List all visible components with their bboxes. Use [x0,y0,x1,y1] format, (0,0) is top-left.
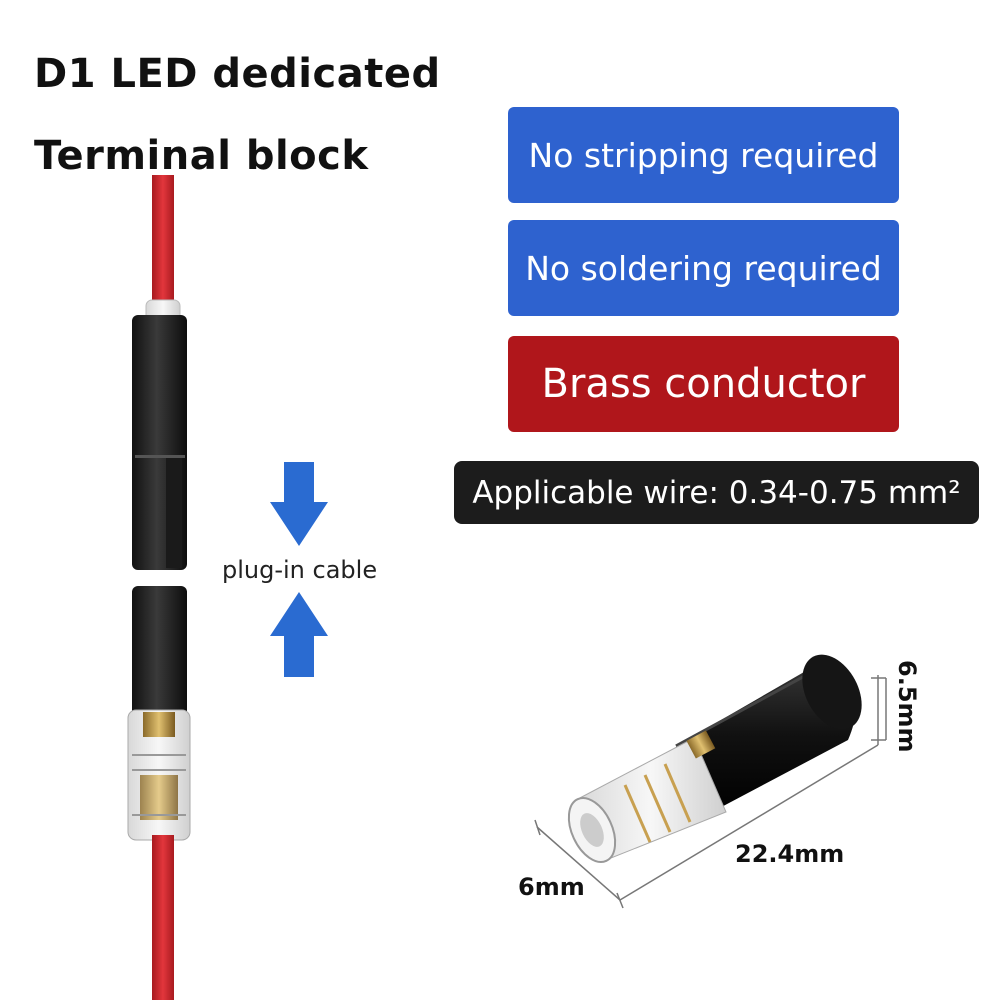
plug-in-label: plug-in cable [222,556,378,584]
feature-badge-brass: Brass conductor [508,336,899,432]
feature-label: Brass conductor [541,361,866,407]
wire-spec-badge: Applicable wire: 0.34-0.75 mm² [454,461,979,524]
feature-badge-no-soldering: No soldering required [508,220,899,316]
feature-label: No stripping required [528,135,879,175]
title-line-2: Terminal block [34,133,369,179]
dimension-diameter: 6mm [518,873,585,901]
dimension-length: 22.4mm [735,840,845,868]
dimension-lines [534,675,887,909]
dimension-height: 6.5mm [893,660,921,753]
wire-spec-label: Applicable wire: 0.34-0.75 mm² [472,474,961,511]
title-line-1: D1 LED dedicated [34,51,441,97]
arrow-down-icon [270,462,328,546]
vertical-connector [127,175,191,1000]
diagonal-connector [567,654,862,863]
red-wire-bottom [152,835,174,1000]
plug-in-arrows [270,462,328,677]
feature-badge-no-stripping: No stripping required [508,107,899,203]
arrow-up-icon [270,592,328,677]
feature-label: No soldering required [525,248,882,288]
red-wire-top [152,175,174,315]
lower-housing [132,586,187,736]
